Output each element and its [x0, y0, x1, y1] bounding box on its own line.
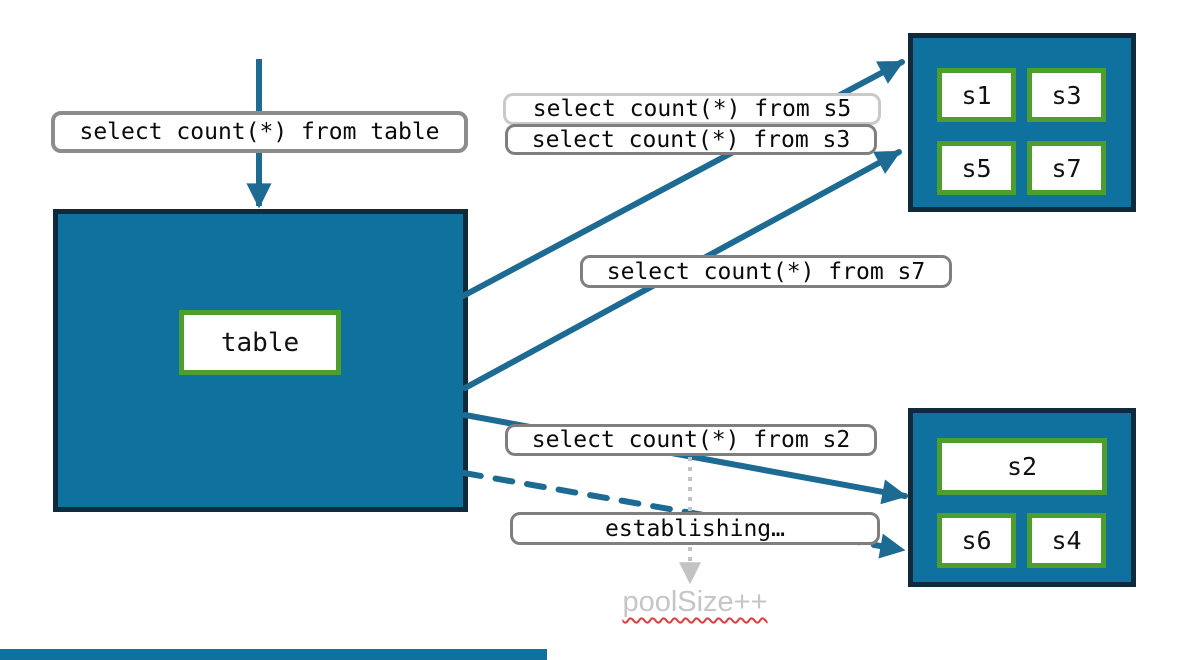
query-label-table-text: select count(*) from table — [79, 119, 440, 145]
shard-group-bottom: s2 s6 s4 — [908, 408, 1136, 587]
shard-s6-label: s6 — [961, 526, 992, 555]
shard-s3-label: s3 — [1051, 80, 1082, 110]
bottom-accent-bar — [0, 649, 547, 660]
shard-s2: s2 — [937, 438, 1107, 495]
table-node-label: table — [220, 327, 300, 358]
query-label-s7: select count(*) from s7 — [580, 255, 952, 288]
shard-s5-label: s5 — [961, 153, 992, 183]
shard-s1: s1 — [937, 68, 1016, 122]
query-label-s3-text: select count(*) from s3 — [531, 126, 851, 153]
establishing-label: establishing… — [510, 512, 880, 545]
poolsize-note: poolSize++ — [600, 586, 790, 619]
query-label-s3: select count(*) from s3 — [505, 124, 877, 155]
query-label-s7-text: select count(*) from s7 — [606, 258, 926, 285]
shard-s3: s3 — [1027, 68, 1106, 122]
shard-s4-label: s4 — [1051, 526, 1082, 555]
shard-s7-label: s7 — [1051, 153, 1082, 183]
shard-s1-label: s1 — [961, 80, 992, 110]
establishing-label-text: establishing… — [604, 515, 785, 542]
poolsize-note-text: poolSize++ — [622, 586, 768, 618]
query-label-s5-text: select count(*) from s5 — [532, 96, 852, 122]
query-label-s5: select count(*) from s5 — [503, 93, 881, 125]
shard-s5: s5 — [937, 141, 1016, 195]
shard-s7: s7 — [1027, 141, 1106, 195]
shard-s4: s4 — [1027, 513, 1106, 568]
query-label-table: select count(*) from table — [51, 111, 468, 153]
query-label-s2: select count(*) from s2 — [505, 424, 877, 456]
shard-group-top: s1 s3 s5 s7 — [908, 33, 1136, 212]
shard-s6: s6 — [937, 513, 1016, 568]
source-table-container: table — [53, 209, 468, 512]
shard-s2-label: s2 — [1006, 452, 1038, 481]
table-node: table — [179, 310, 341, 375]
query-label-s2-text: select count(*) from s2 — [531, 427, 851, 453]
